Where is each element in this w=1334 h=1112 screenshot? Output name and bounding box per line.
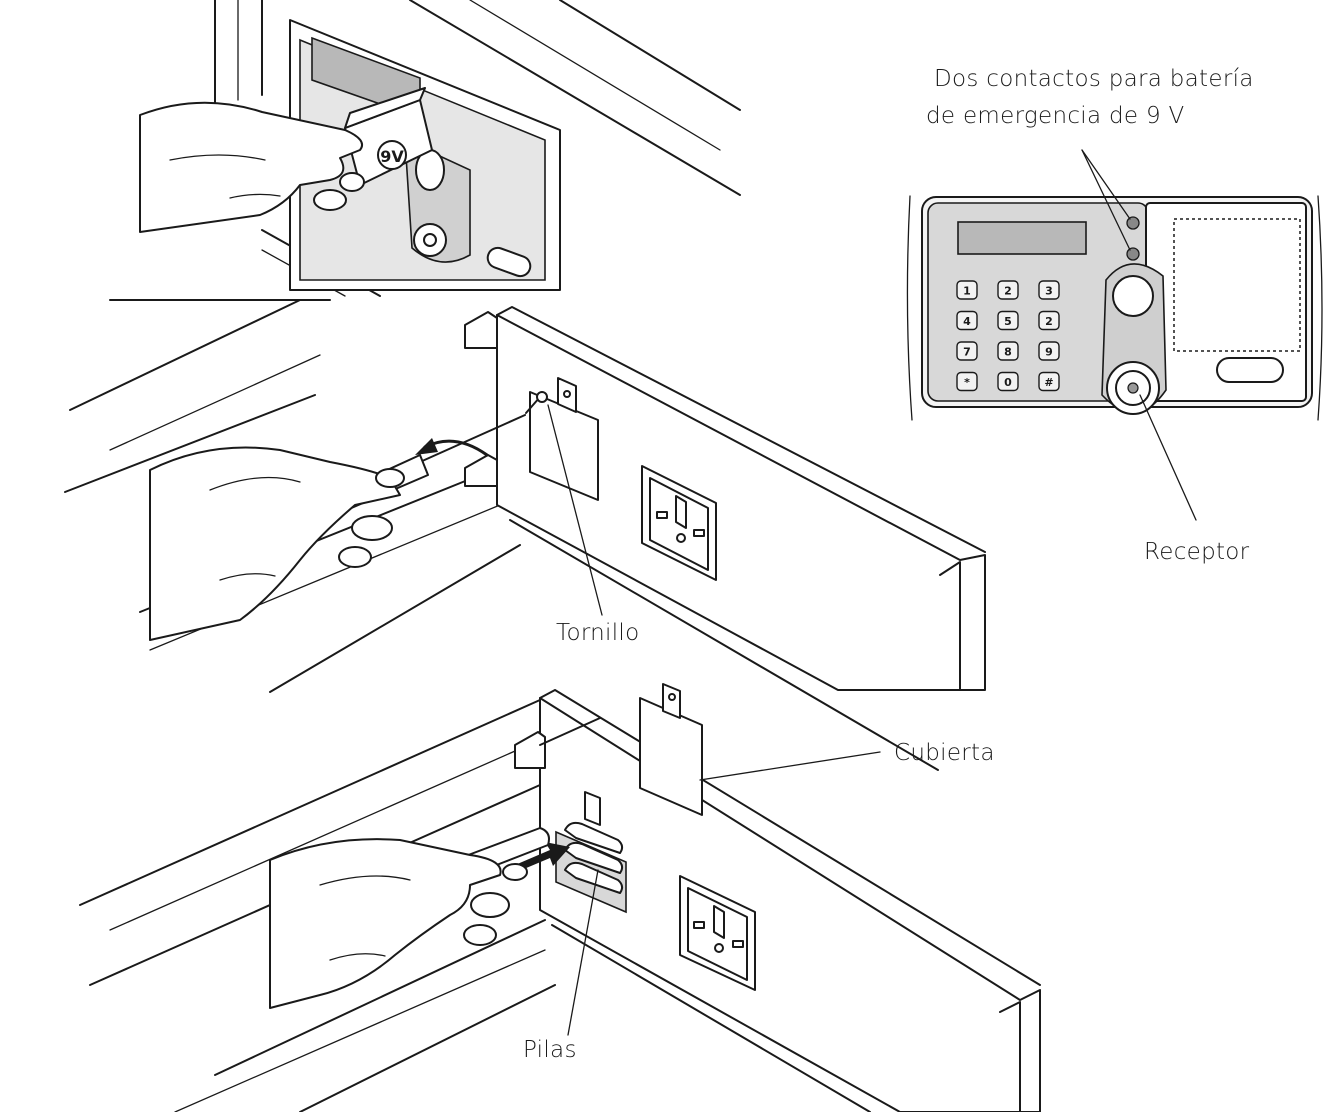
leader-cover <box>700 752 880 780</box>
keypad-key-label: 9 <box>1045 346 1053 359</box>
keypad-key-label: 5 <box>1004 315 1012 328</box>
label-batteries: Pilas <box>523 1034 577 1066</box>
keypad-key-label: 7 <box>963 346 971 359</box>
keypad-key-label: 2 <box>1004 285 1012 298</box>
leader-receiver <box>1140 395 1196 520</box>
panel-remove-screw <box>65 300 985 770</box>
label-cover: Cubierta <box>894 737 995 769</box>
keypad-key-label: 3 <box>1045 285 1053 298</box>
keypad-key-label: 1 <box>963 285 971 298</box>
keypad-key-label: 2 <box>1045 315 1053 328</box>
keypad-key-label: * <box>964 376 970 389</box>
battery-9v-badge: 9V <box>380 147 404 166</box>
keypad-detail-panel: 1 2 3 4 5 2 7 8 9 * 0 # <box>907 196 1322 420</box>
keypad-key-label: 4 <box>963 315 971 328</box>
label-screw: Tornillo <box>556 617 639 649</box>
keypad-key-label: 0 <box>1004 376 1012 389</box>
label-battery-contacts-line1: Dos contactos para batería <box>934 63 1254 95</box>
label-battery-contacts-line2: de emergencia de 9 V <box>926 100 1185 132</box>
keypad-key-label: 8 <box>1004 346 1012 359</box>
keypad-key-label: # <box>1044 376 1053 389</box>
label-receiver: Receptor <box>1144 536 1249 568</box>
panel-insert-9v-battery: 9V <box>110 0 740 300</box>
